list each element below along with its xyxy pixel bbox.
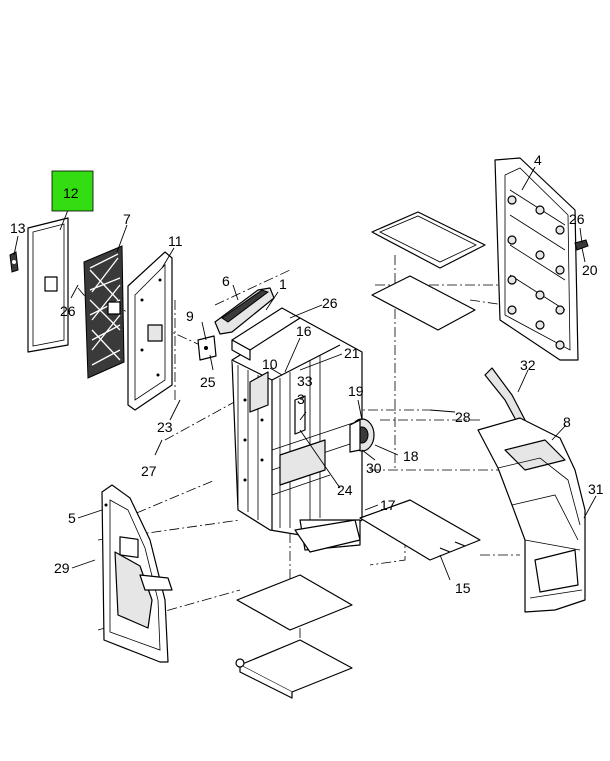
callout-1[interactable]: 1 (279, 276, 287, 292)
part-5-door[interactable] (101, 484, 173, 663)
floor-plate-middle[interactable] (371, 275, 476, 331)
callout-11[interactable]: 11 (168, 233, 183, 249)
callout-26-left[interactable]: 26 (60, 303, 76, 319)
callout-4[interactable]: 4 (534, 152, 542, 168)
part-12-panel[interactable] (27, 217, 69, 353)
part-1-top[interactable] (231, 307, 301, 361)
callout-29[interactable]: 29 (54, 560, 70, 576)
callout-3[interactable]: 3 (297, 391, 305, 407)
part-9-bracket[interactable] (197, 335, 217, 361)
callout-12-highlight (51, 170, 94, 212)
part-15-plate[interactable] (359, 499, 481, 561)
callout-26-center[interactable]: 26 (322, 295, 338, 311)
callout-30[interactable]: 30 (366, 460, 382, 476)
callout-6[interactable]: 6 (222, 273, 230, 289)
callout-10[interactable]: 10 (262, 356, 278, 372)
part-7-panel[interactable] (83, 245, 125, 379)
part-3-bracket[interactable] (294, 395, 306, 435)
callout-9[interactable]: 9 (186, 308, 194, 324)
part-1-main-frame[interactable] (231, 317, 363, 551)
part-20-fastener[interactable] (574, 239, 589, 251)
callout-27[interactable]: 27 (141, 463, 157, 479)
part-4-tall-panel[interactable] (494, 157, 579, 361)
callout-17[interactable]: 17 (380, 497, 396, 513)
callout-32[interactable]: 32 (520, 357, 536, 373)
floor-plate-upper[interactable] (371, 211, 486, 269)
leader-lines (13, 166, 597, 581)
callout-5[interactable]: 5 (68, 510, 76, 526)
callout-31[interactable]: 31 (588, 481, 604, 497)
part-19-speaker[interactable] (349, 418, 375, 453)
callout-20[interactable]: 20 (582, 262, 598, 278)
callout-labels: 12 13 7 11 26 6 1 26 9 16 21 10 33 25 3 … (10, 152, 604, 596)
callout-23[interactable]: 23 (157, 419, 173, 435)
callout-16[interactable]: 16 (296, 323, 312, 339)
floor-plate-lower[interactable] (236, 574, 353, 631)
callout-18[interactable]: 18 (403, 448, 419, 464)
callout-15[interactable]: 15 (455, 580, 471, 596)
part-8-housing[interactable] (477, 417, 586, 613)
callout-21[interactable]: 21 (344, 345, 360, 361)
part-11-side-panel[interactable] (127, 251, 173, 411)
callout-12[interactable]: 12 (63, 185, 79, 201)
center-floor-shim[interactable] (294, 519, 361, 553)
callout-7[interactable]: 7 (123, 211, 131, 227)
callout-25[interactable]: 25 (200, 374, 216, 390)
callout-8[interactable]: 8 (563, 414, 571, 430)
callout-26-right[interactable]: 26 (569, 211, 585, 227)
callout-13[interactable]: 13 (10, 220, 26, 236)
callout-28[interactable]: 28 (455, 409, 471, 425)
callout-24[interactable]: 24 (337, 482, 353, 498)
callout-19[interactable]: 19 (348, 383, 364, 399)
callout-33[interactable]: 33 (297, 373, 313, 389)
part-32-trim-strip[interactable] (484, 367, 526, 425)
floor-plate-bottom[interactable] (235, 639, 353, 699)
